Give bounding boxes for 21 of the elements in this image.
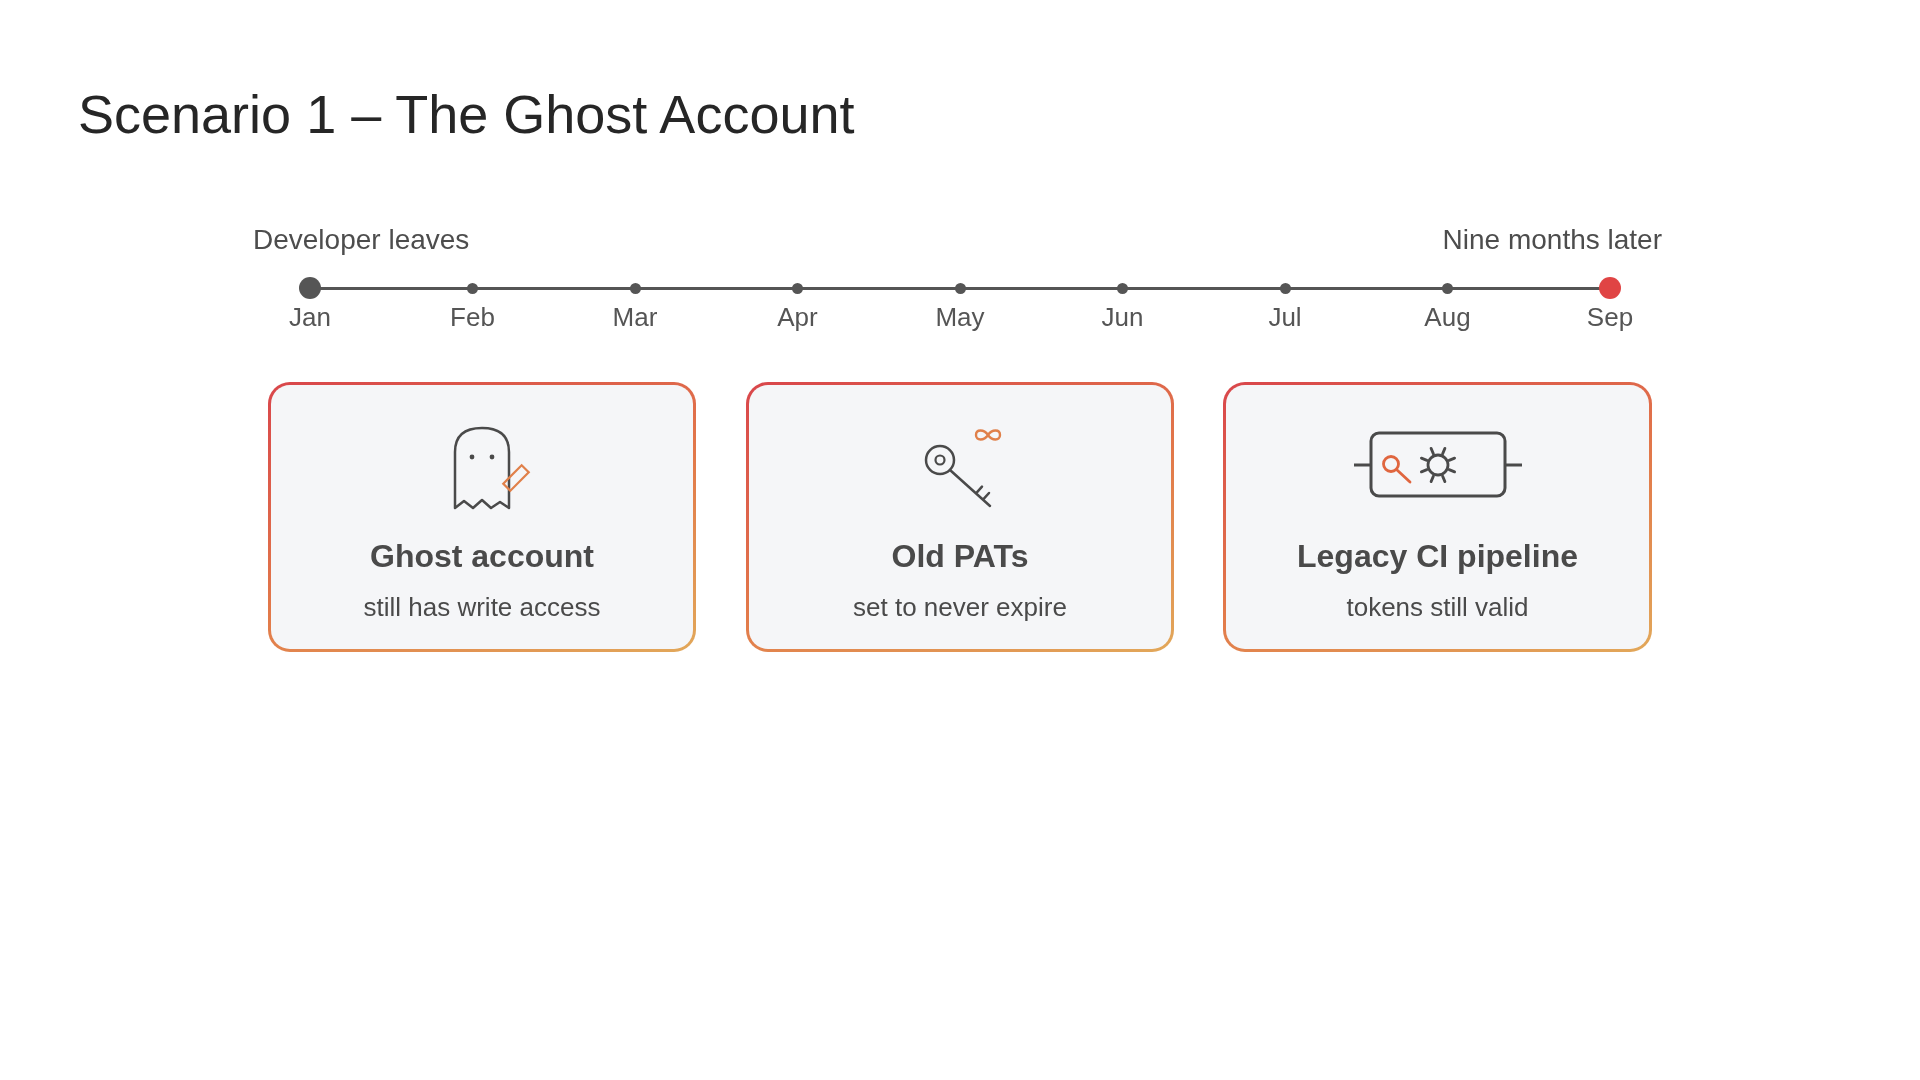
- month-label: Feb: [450, 302, 495, 332]
- scenario-card: [746, 382, 1174, 652]
- month-label: Jul: [1268, 302, 1302, 332]
- card-description: tokens still valid: [1345, 591, 1530, 623]
- month-label: Sep: [1586, 302, 1634, 332]
- card-description: set to never expire: [852, 591, 1068, 623]
- scenario-card: [268, 382, 696, 652]
- month-label: Aug: [1424, 302, 1471, 332]
- month-label: May: [935, 302, 985, 332]
- scenario-card: [1223, 382, 1652, 652]
- card-title: Ghost account: [369, 537, 595, 576]
- card-title: Legacy CI pipeline: [1296, 537, 1579, 576]
- card-description: still has write access: [362, 591, 602, 623]
- timeline-annotation: Developer leaves: [253, 223, 470, 257]
- month-label: Jun: [1101, 302, 1144, 332]
- month-label: Apr: [777, 302, 818, 332]
- month-label: Mar: [612, 302, 658, 332]
- card-title: Old PATs: [890, 537, 1030, 576]
- slide-title: Scenario 1 – The Ghost Account: [78, 83, 855, 146]
- timeline-annotation: Nine months later: [1442, 223, 1662, 257]
- month-label: Jan: [289, 302, 331, 332]
